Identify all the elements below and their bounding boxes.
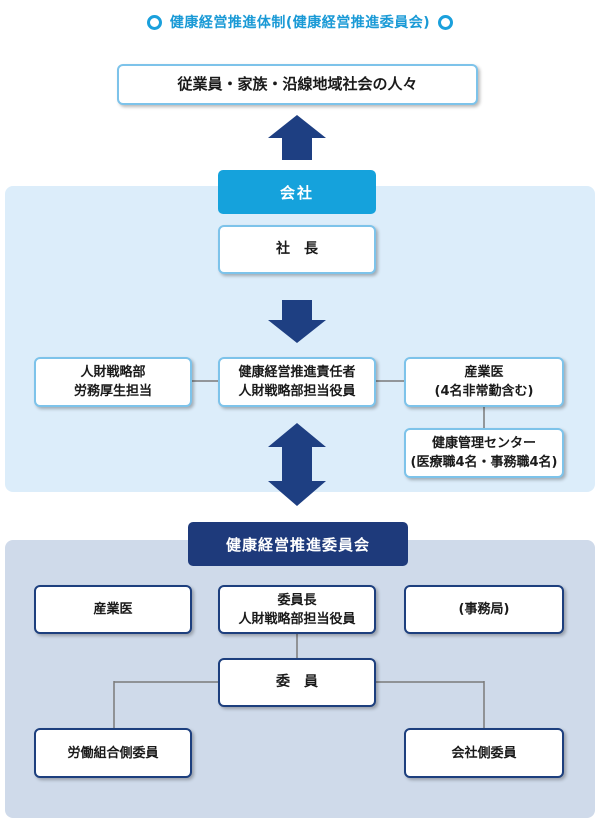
secretariat-label: (事務局) [458, 602, 510, 617]
officer-line2: 人財戦略部担当役員 [238, 384, 356, 399]
officer-box: 健康経営推進責任者 人財戦略部担当役員 [218, 357, 376, 407]
industrial-doctor-box: 産業医 (4名非常勤含む) [404, 357, 564, 407]
hr-dept-line1: 人財戦略部 [80, 365, 146, 380]
arrow-down-icon [268, 300, 326, 343]
committee-chair-line1: 委員長 [277, 592, 317, 608]
stakeholders-label: 従業員・家族・沿線地域社会の人々 [177, 75, 418, 93]
company-header-label: 会社 [279, 183, 314, 202]
secretariat-box: (事務局) [404, 585, 564, 634]
hr-dept-line2: 労務厚生担当 [73, 384, 152, 399]
industrial-doctor-line1: 産業医 [464, 365, 504, 380]
diagram-title: 健康経営推進体制(健康経営推進委員会) [0, 10, 600, 34]
health-center-line2: (医療職4名・事務職4名) [410, 455, 558, 470]
hr-dept-box: 人財戦略部 労務厚生担当 [34, 357, 192, 407]
committee-chair-box: 委員長 人財戦略部担当役員 [218, 585, 376, 634]
company-header: 会社 [218, 170, 376, 214]
health-center-box: 健康管理センター (医療職4名・事務職4名) [404, 428, 564, 478]
committee-header: 健康経営推進委員会 [188, 522, 408, 566]
committee-doctor-label: 産業医 [93, 602, 133, 617]
arrow-up-icon [268, 115, 326, 160]
stakeholders-box: 従業員・家族・沿線地域社会の人々 [117, 64, 478, 105]
officer-line1: 健康経営推進責任者 [238, 365, 356, 380]
health-center-line1: 健康管理センター [431, 436, 536, 451]
committee-member-label: 委 員 [276, 674, 318, 690]
president-box: 社 長 [218, 225, 376, 274]
president-label: 社 長 [276, 241, 318, 257]
union-member-box: 労働組合側委員 [34, 728, 192, 778]
company-member-box: 会社側委員 [404, 728, 564, 778]
company-member-label: 会社側委員 [451, 745, 517, 761]
committee-doctor-box: 産業医 [34, 585, 192, 634]
industrial-doctor-line2: (4名非常勤含む) [434, 384, 534, 399]
arrow-double-icon [268, 423, 326, 506]
committee-chair-line2: 人財戦略部担当役員 [238, 611, 356, 627]
committee-header-label: 健康経営推進委員会 [225, 535, 370, 554]
union-member-label: 労働組合側委員 [67, 745, 159, 761]
committee-member-box: 委 員 [218, 658, 376, 707]
circle-bullet-icon [146, 14, 162, 30]
circle-bullet-icon [438, 14, 454, 30]
title-text: 健康経営推進体制(健康経営推進委員会) [169, 15, 431, 31]
